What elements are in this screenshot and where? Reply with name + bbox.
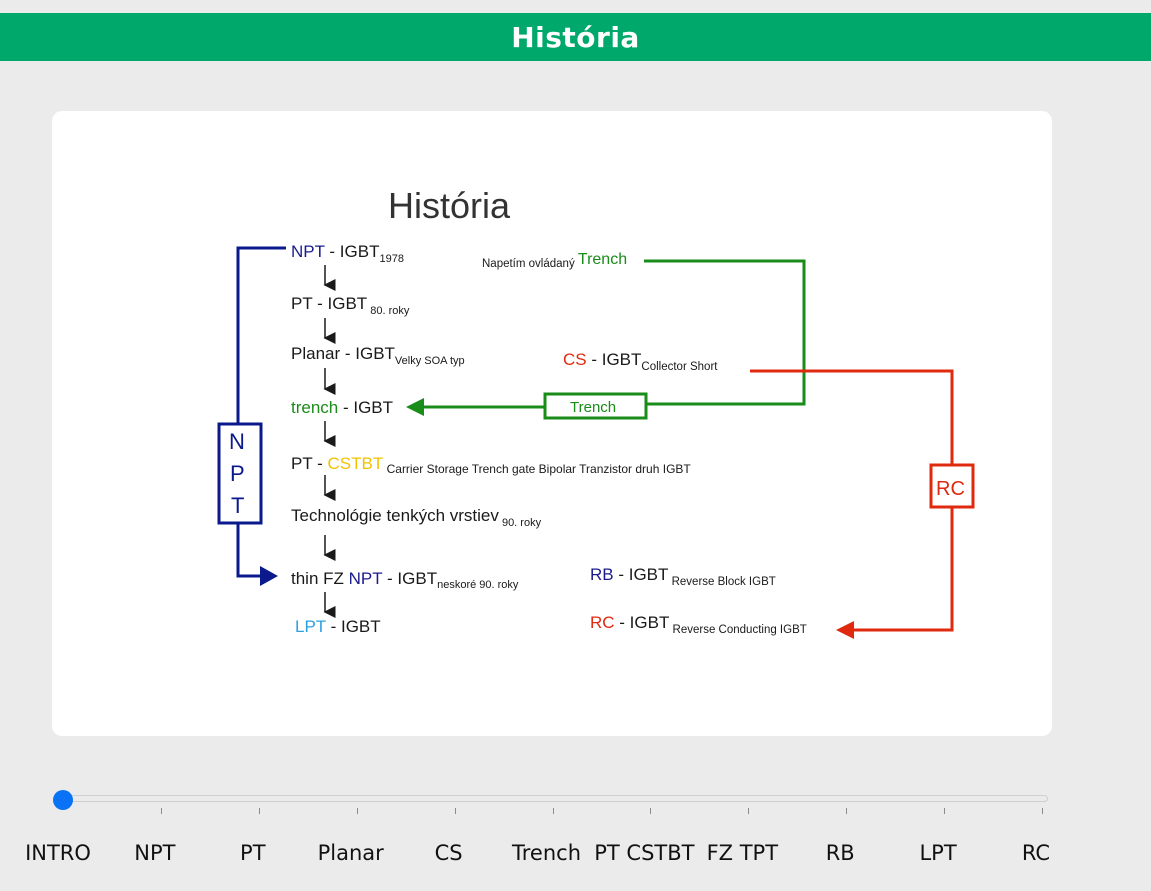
npt-arrow-head <box>260 566 278 586</box>
slider-tick <box>258 808 260 814</box>
chain-row-7: LPT - IGBT <box>295 617 381 636</box>
npt-box-letter-p: P <box>230 461 245 486</box>
trench-box-label: Trench <box>570 399 616 416</box>
svg-text:LPT - IGBT: LPT - IGBT <box>295 617 381 636</box>
svg-text:PT - CSTBT Carrier Storage Tre: PT - CSTBT Carrier Storage Trench gate B… <box>291 454 691 476</box>
cs-main: - IGBT <box>587 350 642 369</box>
chain-main: - IGBT <box>382 569 437 588</box>
slider-tick <box>944 808 946 814</box>
rb-sub: Reverse Block IGBT <box>668 576 775 588</box>
chain-main: Planar - IGBT <box>291 344 395 363</box>
chain-prefix: PT - <box>291 454 328 473</box>
chain-row-1: PT - IGBT 80. roky <box>291 294 410 317</box>
slider-label-intro[interactable]: INTRO <box>25 841 91 865</box>
chain-row-0: NPT - IGBT1978 <box>291 242 404 265</box>
chain-sub: 80. roky <box>367 305 410 317</box>
chain-row-2: Planar - IGBTVelky SOA typ <box>291 344 465 367</box>
chain-main: PT - IGBT <box>291 294 367 313</box>
trench-connector <box>422 259 806 420</box>
chain-main: - IGBT <box>325 242 380 261</box>
slider-tick <box>356 808 358 814</box>
rc-arrow-head <box>836 621 854 639</box>
trench-arrow-head <box>406 398 424 416</box>
slider-label-fz-tpt[interactable]: FZ TPT <box>706 841 779 865</box>
chain-main: - IGBT <box>338 398 393 417</box>
svg-text:NPT - IGBT1978: NPT - IGBT1978 <box>291 242 404 265</box>
chain-row-3: trench - IGBT <box>291 398 393 417</box>
trench-note-big: Trench <box>578 251 627 268</box>
chain-highlight: CSTBT <box>328 454 384 473</box>
slider-label-rc[interactable]: RC <box>1021 841 1051 865</box>
rb-main: - IGBT <box>614 565 669 584</box>
svg-text:Technológie tenkých vrstiev 90: Technológie tenkých vrstiev 90. roky <box>291 506 542 529</box>
chain-row-6: thin FZ NPT - IGBTneskoré 90. roky <box>291 569 519 591</box>
cs-prefix: CS <box>563 350 587 369</box>
chain-sub: 1978 <box>379 253 403 265</box>
slider-label-rb[interactable]: RB <box>825 841 855 865</box>
slider-tick <box>1042 808 1043 814</box>
chain-sub: neskoré 90. roky <box>437 579 519 591</box>
slider-label-pt[interactable]: PT <box>240 841 266 865</box>
rc-igbt-label: RC - IGBT Reverse Conducting IGBT <box>590 613 807 636</box>
npt-box-letter-t: T <box>231 493 244 518</box>
chain-sub: Carrier Storage Trench gate Bipolar Tran… <box>383 462 691 476</box>
rc-box-label: RC <box>936 478 965 500</box>
svg-text:Planar - IGBTVelky SOA typ: Planar - IGBTVelky SOA typ <box>291 344 465 367</box>
chain-row-4: PT - CSTBT Carrier Storage Trench gate B… <box>291 454 691 476</box>
slider-track[interactable] <box>58 795 1048 802</box>
slider-tick <box>552 808 554 814</box>
slider-thumb[interactable] <box>53 790 73 810</box>
slider-label-pt-cstbt[interactable]: PT CSTBT <box>594 841 695 865</box>
slider-label-npt[interactable]: NPT <box>134 841 176 865</box>
chain-sub: 90. roky <box>499 517 542 529</box>
trench-note: Napetím ovládaný Trench <box>482 251 627 270</box>
rc-prefix: RC <box>590 613 615 632</box>
trench-note-small: Napetím ovládaný <box>482 258 578 270</box>
page-title: História <box>511 20 640 54</box>
slider-label-trench[interactable]: Trench <box>512 841 581 865</box>
chain-prefix: thin FZ <box>291 569 349 588</box>
chain-main: Technológie tenkých vrstiev <box>291 506 499 525</box>
chain-sub: Velky SOA typ <box>395 355 465 367</box>
cs-igbt-label: CS - IGBTCollector Short <box>563 350 718 373</box>
rc-connector <box>750 369 975 632</box>
npt-box-letter-n: N <box>229 429 245 454</box>
chain-row-5: Technológie tenkých vrstiev 90. roky <box>291 506 542 529</box>
chain-prefix: LPT <box>295 617 326 636</box>
chain-main: - IGBT <box>326 617 381 636</box>
header-bar: História <box>0 13 1151 61</box>
slide-title: História <box>388 185 511 226</box>
npt-bracket <box>217 246 286 578</box>
rc-sub: Reverse Conducting IGBT <box>669 624 806 636</box>
rb-igbt-label: RB - IGBT Reverse Block IGBT <box>590 565 776 588</box>
slider-tick <box>846 808 848 814</box>
slider-tick <box>454 808 456 814</box>
slider-label-lpt[interactable]: LPT <box>919 841 957 865</box>
slider-label-planar[interactable]: Planar <box>317 841 384 865</box>
svg-text:thin FZ NPT - IGBTneskoré 90.: thin FZ NPT - IGBTneskoré 90. roky <box>291 569 519 591</box>
cs-sub: Collector Short <box>641 361 718 373</box>
slider-tick <box>160 808 162 814</box>
rc-main: - IGBT <box>615 613 670 632</box>
slider-label-cs[interactable]: CS <box>434 841 463 865</box>
slide-card: História N P T NPT - IGBT1978 PT - IGBT … <box>52 111 1052 736</box>
history-diagram: História N P T NPT - IGBT1978 PT - IGBT … <box>217 185 975 639</box>
slider-tick <box>748 808 750 814</box>
slider-tick <box>650 808 652 814</box>
chain-prefix: NPT <box>291 242 325 261</box>
svg-text:PT - IGBT 80. roky: PT - IGBT 80. roky <box>291 294 410 317</box>
chain-prefix: trench <box>291 398 338 417</box>
svg-text:trench - IGBT: trench - IGBT <box>291 398 393 417</box>
rb-prefix: RB <box>590 565 614 584</box>
chain-highlight: NPT <box>349 569 383 588</box>
